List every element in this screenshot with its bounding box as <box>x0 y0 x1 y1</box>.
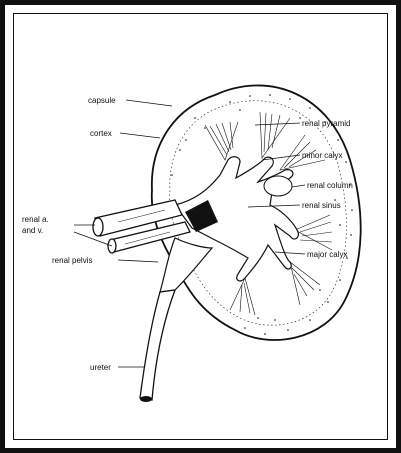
label-renal-av-line1: renal a. <box>22 215 49 224</box>
label-renal-pyramid: renal pyramid <box>302 119 350 128</box>
ureter-shape <box>140 290 175 400</box>
label-renal-av-line2: and v. <box>22 226 43 235</box>
label-renal-sinus: renal sinus <box>302 201 341 210</box>
label-capsule: capsule <box>88 96 116 105</box>
ureter-end <box>140 396 152 402</box>
label-minor-calyx: minor calyx <box>302 151 342 160</box>
label-renal-column: renal column <box>307 181 353 190</box>
label-cortex: cortex <box>90 129 112 138</box>
renal-column-shape <box>264 176 292 196</box>
label-renal-pelvis: renal pelvis <box>52 256 92 265</box>
label-major-calyx: major calyx <box>307 250 347 259</box>
label-ureter: ureter <box>90 363 111 372</box>
